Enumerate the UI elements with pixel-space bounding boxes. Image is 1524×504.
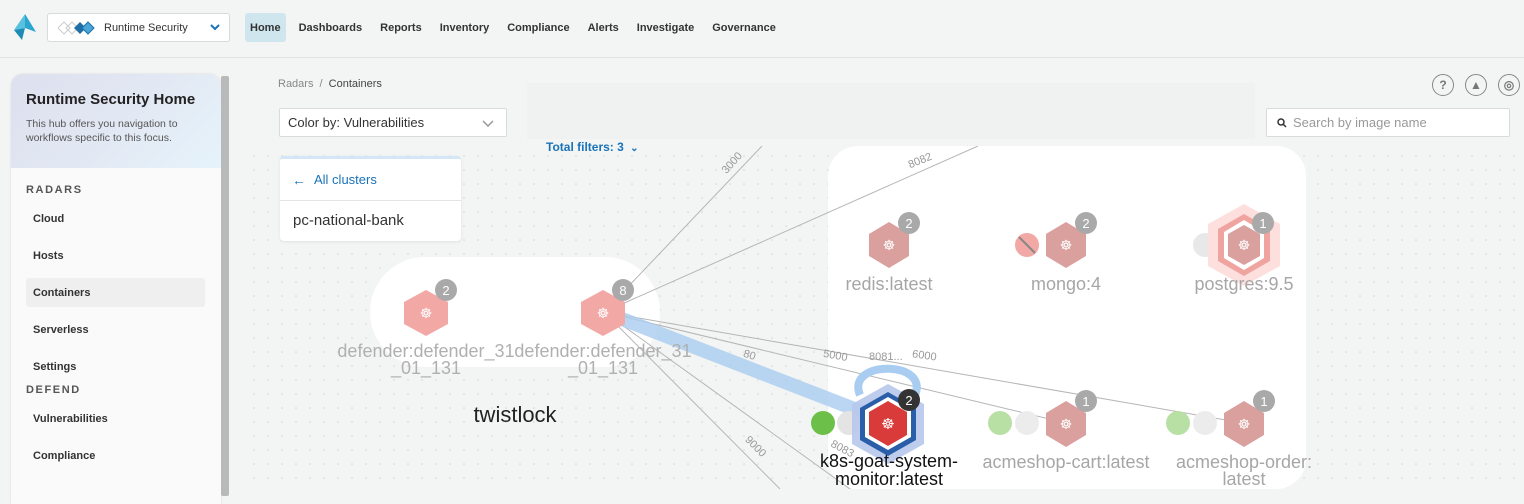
svg-text:monitor:latest: monitor:latest — [835, 469, 943, 489]
all-clusters-label: All clusters — [314, 172, 377, 187]
edge-port-label: 6000 — [911, 348, 937, 363]
sidebar-scrollbar[interactable] — [221, 76, 229, 496]
all-clusters-link[interactable]: ← All clusters — [280, 159, 461, 201]
main-nav: Home Dashboards Reports Inventory Compli… — [245, 13, 785, 42]
sidebar-hero: Runtime Security Home This hub offers yo… — [11, 74, 221, 168]
svg-text:8: 8 — [619, 283, 626, 298]
node-mongo[interactable]: ☸ 2 mongo:4 — [1015, 212, 1101, 294]
chevron-down-icon — [482, 120, 494, 128]
section-heading-radars: RADARS — [26, 184, 83, 196]
namespace-region — [828, 146, 1306, 489]
node-postgres[interactable]: ☸ 1 postgres:9.5 — [1193, 204, 1294, 294]
node-defender-1[interactable]: ☸ 2 defender:defender_31 _01_131 — [337, 279, 515, 379]
cluster-name: pc-national-bank — [293, 212, 404, 229]
svg-text:_01_131: _01_131 — [567, 358, 638, 379]
sidebar-title: Runtime Security Home — [26, 91, 196, 108]
svg-text:acmeshop-cart:latest: acmeshop-cart:latest — [982, 452, 1149, 472]
sidebar-item-compliance[interactable]: Compliance — [33, 449, 96, 462]
svg-text:_01_131: _01_131 — [390, 358, 461, 379]
breadcrumb-radars[interactable]: Radars — [278, 78, 314, 90]
svg-text:mongo:4: mongo:4 — [1031, 274, 1101, 294]
svg-text:☸: ☸ — [597, 305, 610, 321]
edge-port-label: 80 — [742, 348, 757, 363]
nav-compliance[interactable]: Compliance — [507, 21, 570, 34]
chevron-down-icon — [210, 24, 220, 31]
total-filters-label: Total filters: 3 — [546, 140, 624, 154]
node-defender-2[interactable]: ☸ 8 defender:defender_31 _01_131 — [514, 279, 692, 379]
svg-text:latest: latest — [1222, 469, 1265, 489]
prisma-diamonds-icon — [58, 20, 95, 35]
nav-investigate[interactable]: Investigate — [636, 21, 695, 34]
sidebar-item-cloud[interactable]: Cloud — [33, 212, 65, 225]
svg-text:postgres:9.5: postgres:9.5 — [1194, 274, 1293, 294]
sidebar-item-serverless[interactable]: Serverless — [33, 323, 89, 336]
search-icon — [1277, 117, 1287, 128]
radar-icon[interactable]: ◎ — [1498, 74, 1520, 96]
node-k8s-goat-system-monitor[interactable]: ☸ 2 k8s-goat-system- monitor:latest — [811, 384, 958, 489]
breadcrumb-separator: / — [319, 78, 323, 90]
sidebar-item-vulnerabilities[interactable]: Vulnerabilities — [33, 412, 108, 425]
sidebar-item-hosts[interactable]: Hosts — [33, 249, 64, 262]
nav-dashboards[interactable]: Dashboards — [298, 21, 363, 34]
app-logo-icon[interactable] — [14, 14, 36, 40]
filter-bar — [527, 83, 1255, 139]
svg-text:2: 2 — [442, 283, 449, 298]
svg-text:2: 2 — [905, 216, 912, 231]
svg-text:☸: ☸ — [1060, 416, 1073, 432]
node-redis[interactable]: ☸ 2 redis:latest — [845, 212, 933, 294]
svg-text:☸: ☸ — [420, 305, 433, 321]
namespace-label-twistlock: twistlock — [473, 402, 557, 427]
nav-reports[interactable]: Reports — [380, 21, 422, 34]
search-input[interactable] — [1293, 115, 1493, 130]
app-selector-label: Runtime Security — [104, 21, 188, 34]
nav-alerts[interactable]: Alerts — [587, 21, 619, 34]
svg-text:defender:defender_31: defender:defender_31 — [514, 341, 691, 362]
node-acmeshop-cart[interactable]: ☸ 1 acmeshop-cart:latest — [982, 390, 1150, 472]
svg-text:1: 1 — [1082, 394, 1089, 409]
sidebar-item-settings[interactable]: Settings — [33, 360, 77, 373]
breadcrumb-current: Containers — [328, 78, 382, 90]
app-selector[interactable]: Runtime Security — [47, 13, 230, 42]
color-by-dropdown[interactable]: Color by: Vulnerabilities — [279, 108, 507, 137]
arrow-left-icon: ← — [292, 171, 306, 188]
svg-text:1: 1 — [1259, 216, 1266, 231]
breadcrumb: Radars / Containers — [278, 78, 382, 90]
sidebar-description: This hub offers you navigation to workfl… — [26, 118, 178, 144]
sidebar-item-containers[interactable]: Containers — [26, 278, 205, 307]
cluster-panel: ← All clusters pc-national-bank — [280, 156, 461, 241]
section-heading-defend: DEFEND — [26, 384, 81, 396]
node-acmeshop-order[interactable]: ☸ 1 acmeshop-order: latest — [1166, 390, 1312, 489]
svg-text:2: 2 — [905, 393, 912, 408]
help-icon[interactable]: ? — [1432, 74, 1454, 96]
svg-text:☸: ☸ — [1238, 416, 1251, 432]
image-search — [1266, 108, 1510, 137]
svg-text:☸: ☸ — [883, 237, 896, 253]
svg-text:k8s-goat-system-: k8s-goat-system- — [820, 451, 958, 471]
chevron-down-icon: ⌄ — [630, 143, 639, 154]
color-by-value: Color by: Vulnerabilities — [288, 115, 425, 130]
svg-text:☸: ☸ — [1060, 237, 1073, 253]
sidebar: Runtime Security Home This hub offers yo… — [11, 74, 221, 504]
edge-port-label: 8081... — [869, 351, 903, 363]
svg-text:1: 1 — [1260, 394, 1267, 409]
nav-governance[interactable]: Governance — [712, 21, 776, 34]
svg-text:defender:defender_31: defender:defender_31 — [337, 341, 514, 362]
total-filters-toggle[interactable]: Total filters: 3 ⌄ — [546, 140, 639, 154]
svg-text:2: 2 — [1082, 216, 1089, 231]
edge-port-label: 5000 — [822, 348, 848, 364]
nav-inventory[interactable]: Inventory — [439, 21, 490, 34]
svg-text:☸: ☸ — [1238, 237, 1251, 253]
nav-home[interactable]: Home — [245, 13, 286, 42]
bell-icon[interactable]: ▲ — [1465, 74, 1487, 96]
svg-text:☸: ☸ — [881, 416, 894, 433]
svg-text:acmeshop-order:: acmeshop-order: — [1176, 452, 1312, 472]
top-bar: Runtime Security Home Dashboards Reports… — [0, 0, 1524, 58]
svg-text:redis:latest: redis:latest — [845, 274, 932, 294]
